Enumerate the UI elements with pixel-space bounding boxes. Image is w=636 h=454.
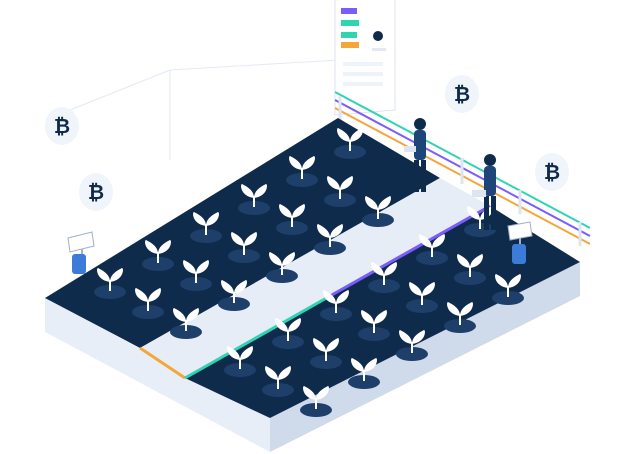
plants-layer	[94, 128, 524, 417]
sprout-icon	[358, 310, 390, 341]
walkway-stripe	[139, 346, 186, 380]
sprout-icon	[286, 156, 318, 187]
sprout-icon	[444, 302, 476, 333]
sprout-icon	[492, 274, 524, 305]
sprout-icon	[314, 224, 346, 255]
sprout-icon	[334, 128, 366, 159]
platform-side-left	[45, 298, 270, 452]
sprout-icon	[406, 282, 438, 313]
sprout-icon	[224, 346, 256, 377]
sprout-icon	[348, 358, 380, 389]
sprout-icon	[368, 262, 400, 293]
farmer-icon	[404, 118, 426, 192]
sprout-icon	[300, 386, 332, 417]
svg-text:₿: ₿	[54, 114, 70, 138]
bitcoin-icon: ₿	[535, 153, 569, 191]
sprout-icon	[94, 268, 126, 299]
solar-sensor-icon	[67, 231, 95, 274]
svg-text:₿: ₿	[454, 82, 470, 106]
sprout-icon	[262, 366, 294, 397]
svg-text:₿: ₿	[544, 160, 560, 184]
sprout-icon	[238, 184, 270, 215]
background-wall	[69, 59, 341, 160]
bitcoin-icon: ₿	[79, 173, 113, 211]
sprout-icon	[142, 240, 174, 271]
svg-text:₿: ₿	[88, 180, 104, 204]
fence	[334, 91, 591, 246]
sprout-icon	[218, 280, 250, 311]
sprout-icon	[454, 254, 486, 285]
sprout-icon	[324, 176, 356, 207]
sprout-icon	[190, 212, 222, 243]
planter-bed-left	[45, 118, 440, 348]
sprout-icon	[362, 196, 394, 227]
sprout-icon	[272, 318, 304, 349]
sprout-icon	[180, 260, 212, 291]
walkway-stripe-green	[184, 294, 331, 380]
sprout-icon	[132, 288, 164, 319]
sprout-icon	[396, 330, 428, 361]
sprout-icon	[170, 308, 202, 339]
sprout-icon	[276, 204, 308, 235]
walkway	[140, 178, 490, 378]
sprout-icon	[228, 232, 260, 263]
sprout-icon	[320, 290, 352, 321]
solar-sensor-icon	[507, 221, 533, 264]
farmer-icon	[472, 154, 496, 230]
dashboard-panel-icon	[334, 0, 396, 116]
coins-layer: ₿ ₿ ₿ ₿	[45, 75, 569, 211]
bitcoin-icon: ₿	[445, 75, 479, 113]
bitcoin-icon: ₿	[45, 107, 79, 145]
sprout-icon	[266, 252, 298, 283]
sprout-icon	[416, 234, 448, 265]
walkway-stripe-purple	[329, 204, 491, 298]
sprout-icon	[310, 338, 342, 369]
